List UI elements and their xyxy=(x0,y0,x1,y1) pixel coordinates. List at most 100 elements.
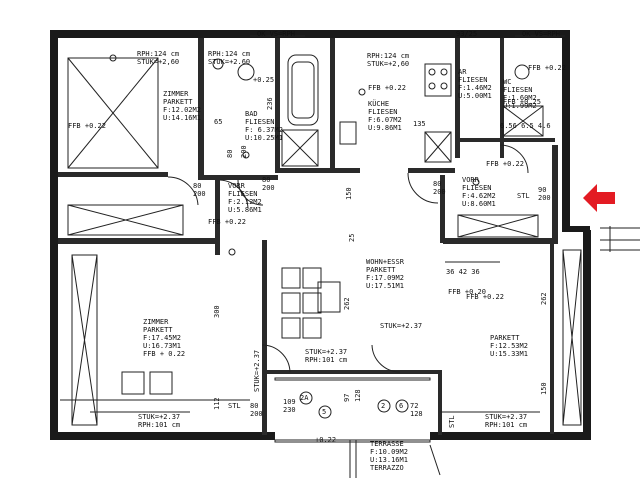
dim-200a: 200 xyxy=(240,145,248,158)
rph-a-text: RPH:124 cm xyxy=(137,50,180,58)
stuk-a-text: STUK=+2,60 xyxy=(137,58,180,66)
kueche-name: KÜCHE xyxy=(368,100,390,108)
stuk-237-b-text: STUK=+2.37 xyxy=(305,348,348,356)
ffb-020: FFB +0.20 xyxy=(448,288,486,296)
dim-364236: 36 42 36 xyxy=(446,268,480,276)
dim-150: 150 xyxy=(345,187,353,200)
dim-135: 135 xyxy=(413,120,426,128)
dim-97: 97 xyxy=(343,393,351,402)
vorr1-name: VORR xyxy=(228,182,245,190)
zimmer1-area: F:12.02M2 xyxy=(163,106,201,114)
stuk-237-d-text: STUK=+2.37 xyxy=(485,413,528,421)
zimmer2-area: F:17.45M2 xyxy=(143,334,181,342)
wc-name: WC xyxy=(503,78,512,86)
dim-72-text: 72 xyxy=(410,402,419,410)
vorr1-floor: FLIESEN xyxy=(228,190,258,198)
sheet-number: 93/25 xyxy=(456,30,478,38)
marker-6: 6 xyxy=(399,402,404,410)
outer-walls xyxy=(50,30,591,440)
wc-label: WC FLIESEN F:1.60M2 U:1.99M2 xyxy=(503,78,537,110)
zimmer1-perimeter: U:14.16M1 xyxy=(163,114,201,122)
parkett-perimeter: U:15.33M1 xyxy=(490,350,528,358)
stuk-237-e: STUK=+2.37 xyxy=(253,349,261,392)
dim-300: 300 xyxy=(213,305,221,318)
inner-walls xyxy=(58,38,558,435)
vorr2-label: VORR FLIESEN F:4.62M2 U:8.60M1 xyxy=(462,176,496,208)
dim-80b: 80 200 xyxy=(193,182,206,198)
terrasse-floor: TERRAZZO xyxy=(370,464,404,472)
ffb-022-wc: FFB +0.22 xyxy=(528,64,566,72)
kueche-perimeter: U:9.86M1 xyxy=(368,124,402,132)
dim-128: 128 xyxy=(354,389,362,402)
dim-90: 90 200 xyxy=(538,186,551,202)
ok-left-note: OK VS=RPH xyxy=(257,30,295,38)
kueche-area: F:6.07M2 xyxy=(368,116,402,124)
vorr2-perimeter: U:8.60M1 xyxy=(462,200,496,208)
stuk-237-c-text: STUK=+2.37 xyxy=(138,413,181,421)
dim-80e: 80 200 xyxy=(250,402,263,418)
ffb-022-wohn: FFB +0.22 xyxy=(466,293,504,301)
parkett-name: PARKETT xyxy=(490,334,520,342)
dim-72: 72 128 xyxy=(410,402,423,418)
dim-200c-text: 200 xyxy=(262,184,275,192)
dim-262a: 262 xyxy=(343,297,351,310)
zimmer1-name: ZIMMER xyxy=(163,90,189,98)
dim-200f-text: 200 xyxy=(250,410,263,418)
ar-name: AR xyxy=(458,68,467,76)
dim-65: 65 xyxy=(214,118,223,126)
marker-2: 2 xyxy=(381,402,386,410)
zimmer2-floor: PARKETT xyxy=(143,326,173,334)
zimmer2-label: ZIMMER PARKETT F:17.45M2 U:16.73M1 FFB +… xyxy=(143,318,185,358)
stl-c: STL xyxy=(448,415,456,428)
bad-name: BAD xyxy=(245,110,258,118)
dim-80d: 80 200 xyxy=(433,180,446,196)
ffb-022-vorr1: FFB +0.22 xyxy=(208,218,246,226)
terr-022: +0.22 xyxy=(315,436,337,444)
dim-80c: 80 200 xyxy=(262,176,275,192)
stl-a: STL xyxy=(228,402,241,410)
rph-c: RPH:124 cm STUK=+2,60 xyxy=(367,52,409,68)
dim-109-text: 109 xyxy=(283,398,296,406)
stuk-237-b: STUK=+2.37 RPH:101 cm xyxy=(305,348,347,364)
dim-80d-text: 80 xyxy=(433,180,442,188)
dim-262b: 262 xyxy=(540,292,548,305)
wc-perimeter: U:1.99M2 xyxy=(503,102,537,110)
stuk-237-a: STUK=+2.37 xyxy=(380,322,423,330)
bad-perimeter: U:10.25M1 xyxy=(245,134,283,142)
ar-perimeter: U:5.00M1 xyxy=(458,92,492,100)
ffb-025-a: +0.25 xyxy=(253,76,275,84)
stuk-b-text: STUK=+2.60 xyxy=(208,58,251,66)
terrasse-name: TERRASSE xyxy=(370,440,404,448)
ar-floor: FLIESEN xyxy=(458,76,488,84)
dim-236: 236 xyxy=(266,97,274,110)
dim-80a: 80 xyxy=(226,149,234,158)
ar-area: F:1.46M2 xyxy=(458,84,492,92)
marker-2a: 2A xyxy=(300,394,309,402)
rph-101-d-text: RPH:101 cm xyxy=(485,421,528,429)
rph-b-text: RPH:124 cm xyxy=(208,50,251,58)
dim-150b: 150 xyxy=(540,382,548,395)
dim-200d-text: 200 xyxy=(433,188,446,196)
vorr1-area: F:2.12M2 xyxy=(228,198,262,206)
parkett-area: F:12.53M2 xyxy=(490,342,528,350)
zimmer2-name: ZIMMER xyxy=(143,318,169,326)
dim-80b-text: 80 xyxy=(193,182,202,190)
wohn-perimeter: U:17.51M1 xyxy=(366,282,404,290)
rph-a: RPH:124 cm STUK=+2,60 xyxy=(137,50,179,66)
dim-200b-text: 200 xyxy=(193,190,206,198)
dim-25: 25 xyxy=(348,233,356,242)
zimmer1-label: ZIMMER PARKETT F:12.02M2 U:14.16M1 xyxy=(163,90,201,122)
rph-b: RPH:124 cm STUK=+2.60 xyxy=(208,50,250,66)
bad-area: F: 6.37M2 xyxy=(245,126,283,134)
wc-floor: FLIESEN xyxy=(503,86,533,94)
dim-66: 6.56 6.5 4.6 xyxy=(500,122,551,130)
vorr2-ffb: FFB +0.22 xyxy=(486,160,524,168)
dim-109: 109 230 xyxy=(283,398,296,414)
dim-90-text: 90 xyxy=(538,186,547,194)
ok-right-note: OK VS=RPH xyxy=(522,30,560,38)
dim-112: 112 xyxy=(213,397,221,410)
vorr2-name: VORR xyxy=(462,176,479,184)
ar-label: AR FLIESEN F:1.46M2 U:5.00M1 xyxy=(458,68,492,100)
entrance-arrow-icon xyxy=(583,184,615,212)
